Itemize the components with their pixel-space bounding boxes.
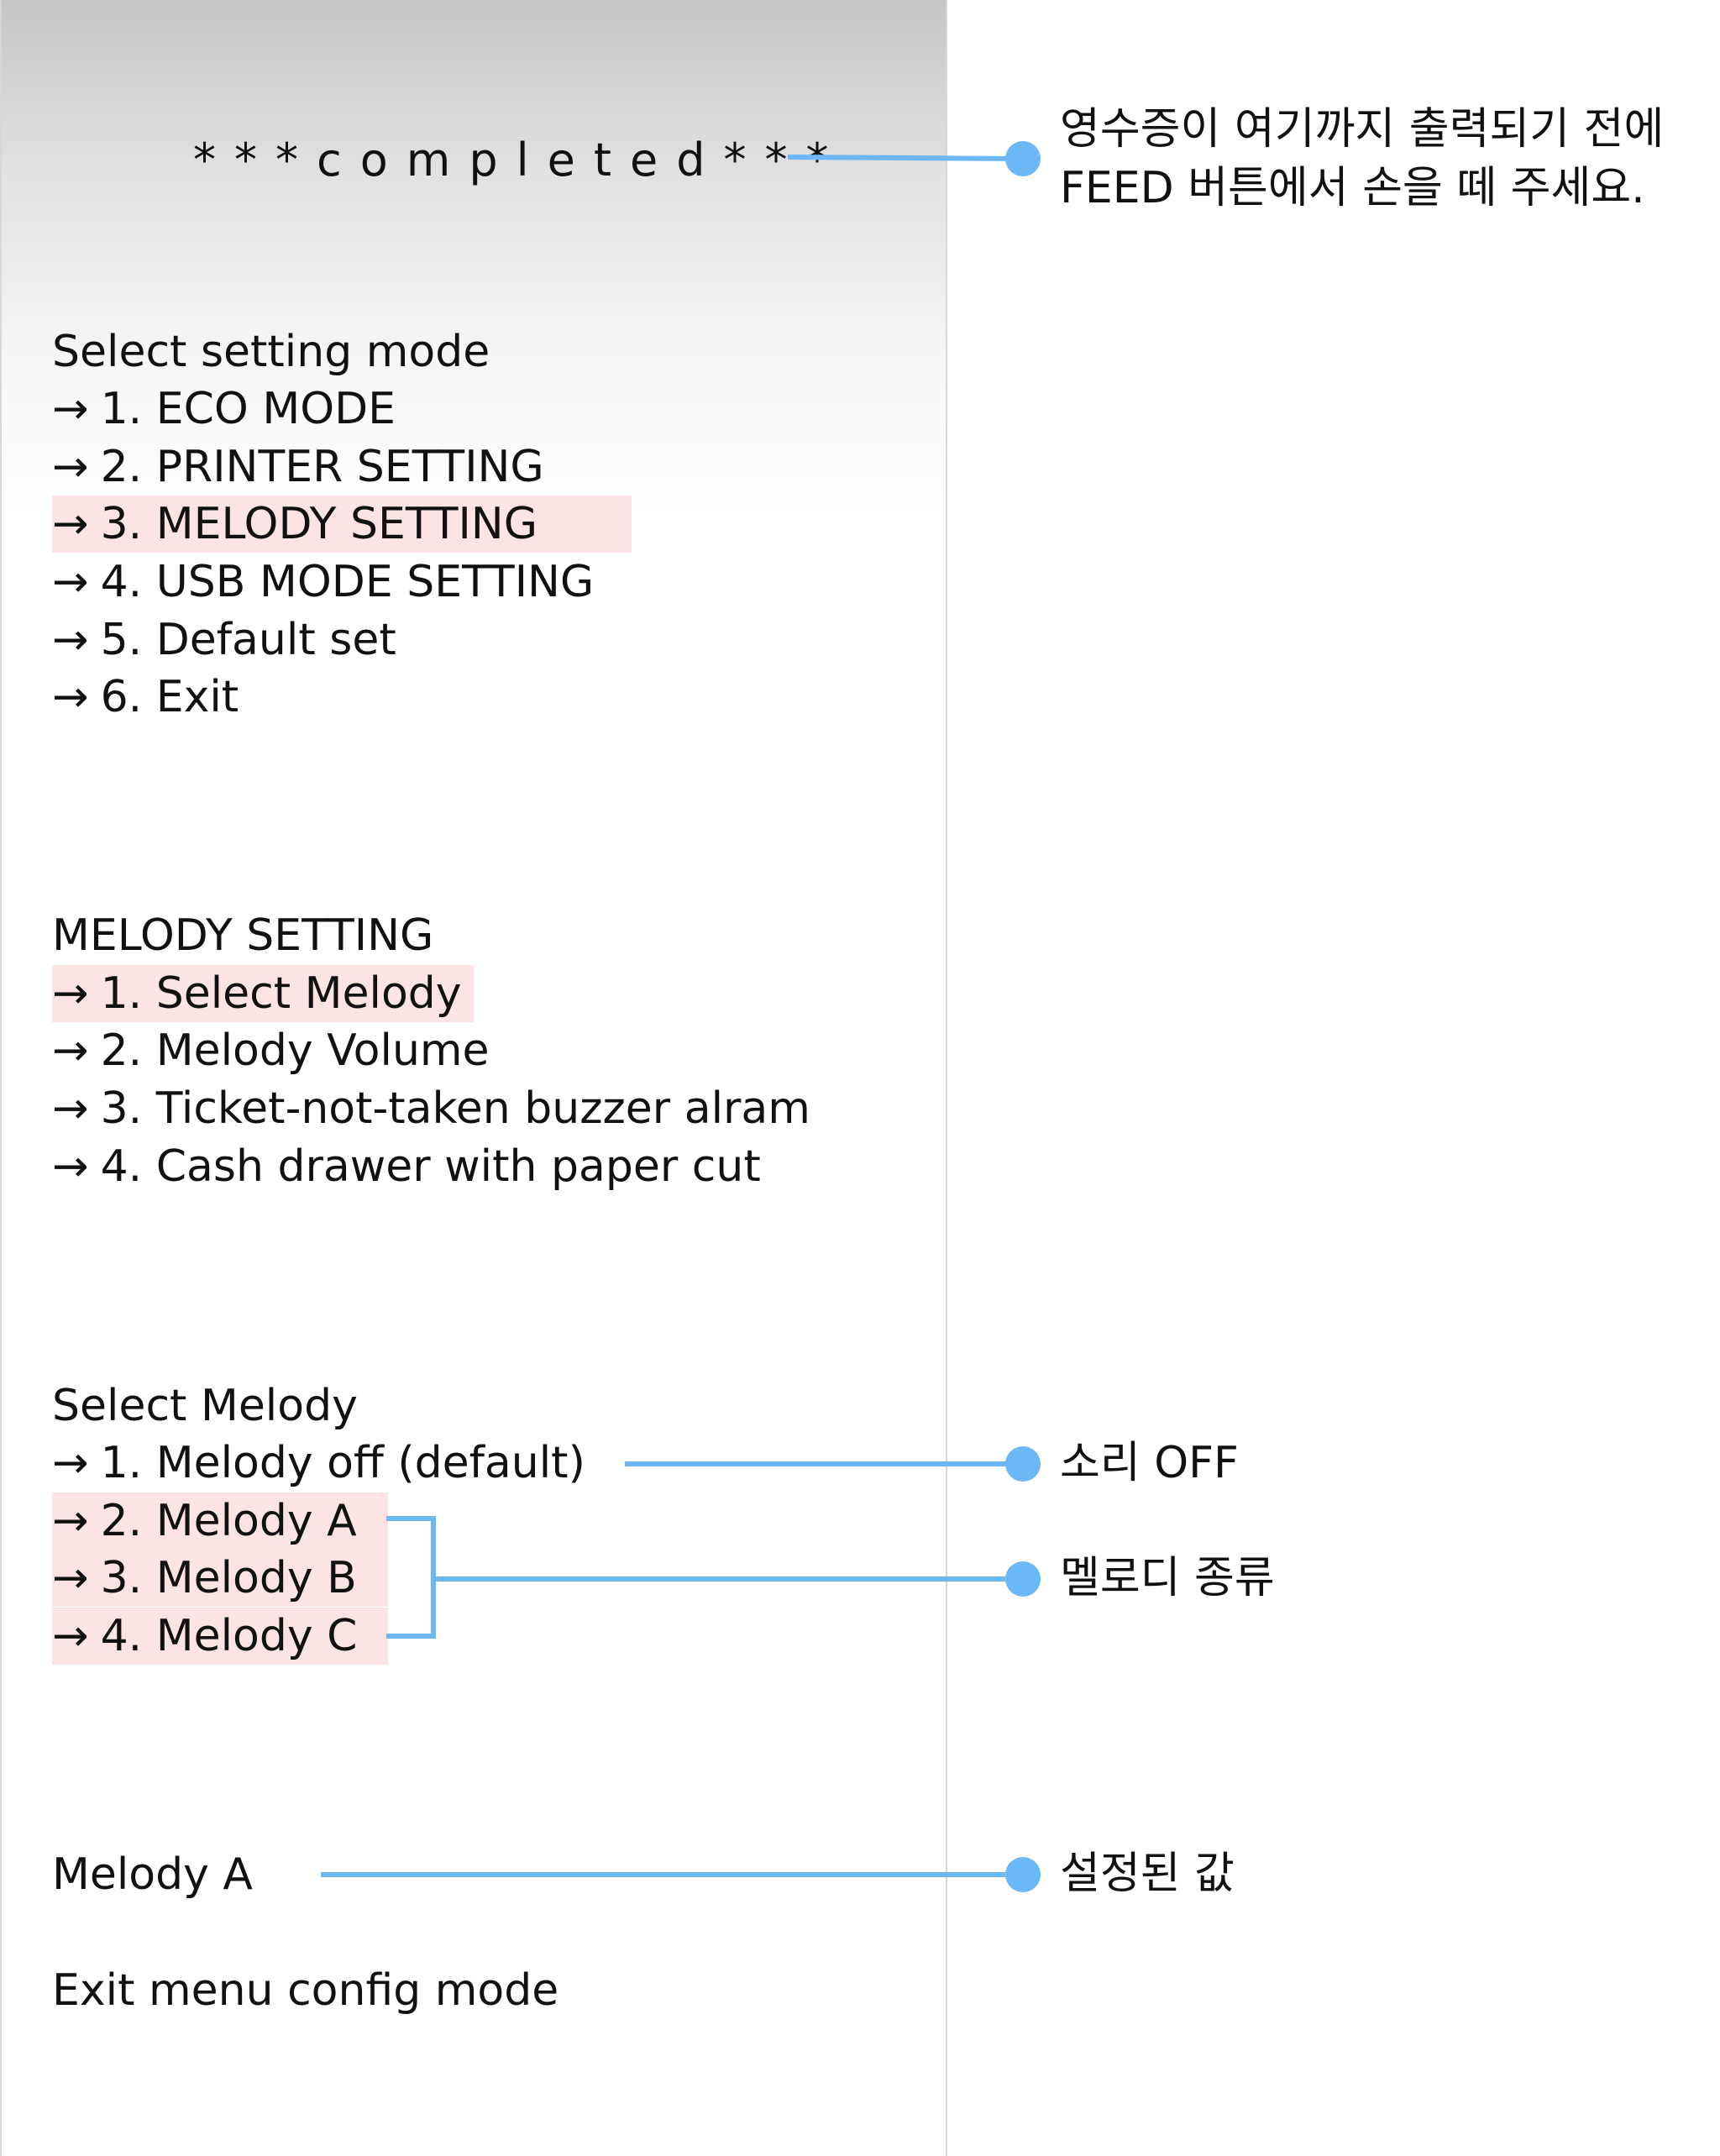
melody-setting-item: →3. Ticket-not-taken buzzer alram <box>52 1080 822 1137</box>
set-value-note: 설정된 값 <box>1060 1849 1235 1899</box>
arrow-right-icon: → <box>52 1496 89 1546</box>
completed-callout-dot <box>1005 141 1041 176</box>
select-melody-item-highlighted: →2. Melody A <box>52 1492 388 1550</box>
arrow-right-icon: → <box>52 557 89 607</box>
arrow-right-icon: → <box>52 384 89 434</box>
select-melody-item-highlighted: →3. Melody B <box>52 1550 388 1607</box>
arrow-right-icon: → <box>52 672 89 722</box>
arrow-right-icon: → <box>52 968 89 1019</box>
arrow-right-icon: → <box>52 1026 89 1076</box>
setting-mode-item-highlighted: →3. MELODY SETTING <box>52 496 632 553</box>
sound-off-callout-dot <box>1005 1446 1041 1482</box>
completed-note-line-2: FEED 버튼에서 손을 떼 주세요. <box>1060 163 1645 213</box>
arrow-right-icon: → <box>52 1553 89 1603</box>
arrow-right-icon: → <box>52 1083 89 1134</box>
completed-note-line-1: 영수증이 여기까지 출력되기 전에 <box>1060 104 1665 155</box>
arrow-right-icon: → <box>52 499 89 549</box>
arrow-right-icon: → <box>52 1611 89 1661</box>
arrow-right-icon: → <box>52 1438 89 1488</box>
setting-mode-item: →6. Exit <box>52 669 250 726</box>
arrow-right-icon: → <box>52 442 89 492</box>
setting-mode-item: →5. Default set <box>52 611 408 669</box>
sound-off-note: 소리 OFF <box>1060 1438 1239 1488</box>
melody-setting-title: MELODY SETTING <box>52 910 434 961</box>
melody-setting-item: →2. Melody Volume <box>52 1022 501 1079</box>
select-melody-item-highlighted: →4. Melody C <box>52 1608 388 1665</box>
select-melody-title: Select Melody <box>52 1381 358 1431</box>
melody-types-callout-dot <box>1005 1561 1041 1597</box>
receipt-paper: ***completed*** Select setting mode →1. … <box>0 0 947 2156</box>
melody-set-value: Melody A <box>52 1849 254 1900</box>
setting-mode-item: →1. ECO MODE <box>52 380 407 438</box>
melody-types-bracket <box>386 1516 436 1639</box>
melody-setting-item-highlighted: →1. Select Melody <box>52 965 474 1022</box>
setting-mode-item: →2. PRINTER SETTING <box>52 438 556 496</box>
arrow-right-icon: → <box>52 615 89 665</box>
set-value-callout-dot <box>1005 1857 1041 1892</box>
arrow-right-icon: → <box>52 1141 89 1192</box>
completed-banner: ***completed*** <box>193 134 847 186</box>
completed-callout-line <box>787 155 1024 161</box>
melody-types-note: 멜로디 종류 <box>1060 1553 1275 1603</box>
setting-mode-title: Select setting mode <box>52 327 490 377</box>
select-melody-item: →1. Melody off (default) <box>52 1435 597 1492</box>
exit-config-text: Exit menu config mode <box>52 1965 559 2016</box>
setting-mode-item: →4. USB MODE SETTING <box>52 553 606 611</box>
melody-setting-item: →4. Cash drawer with paper cut <box>52 1138 773 1195</box>
